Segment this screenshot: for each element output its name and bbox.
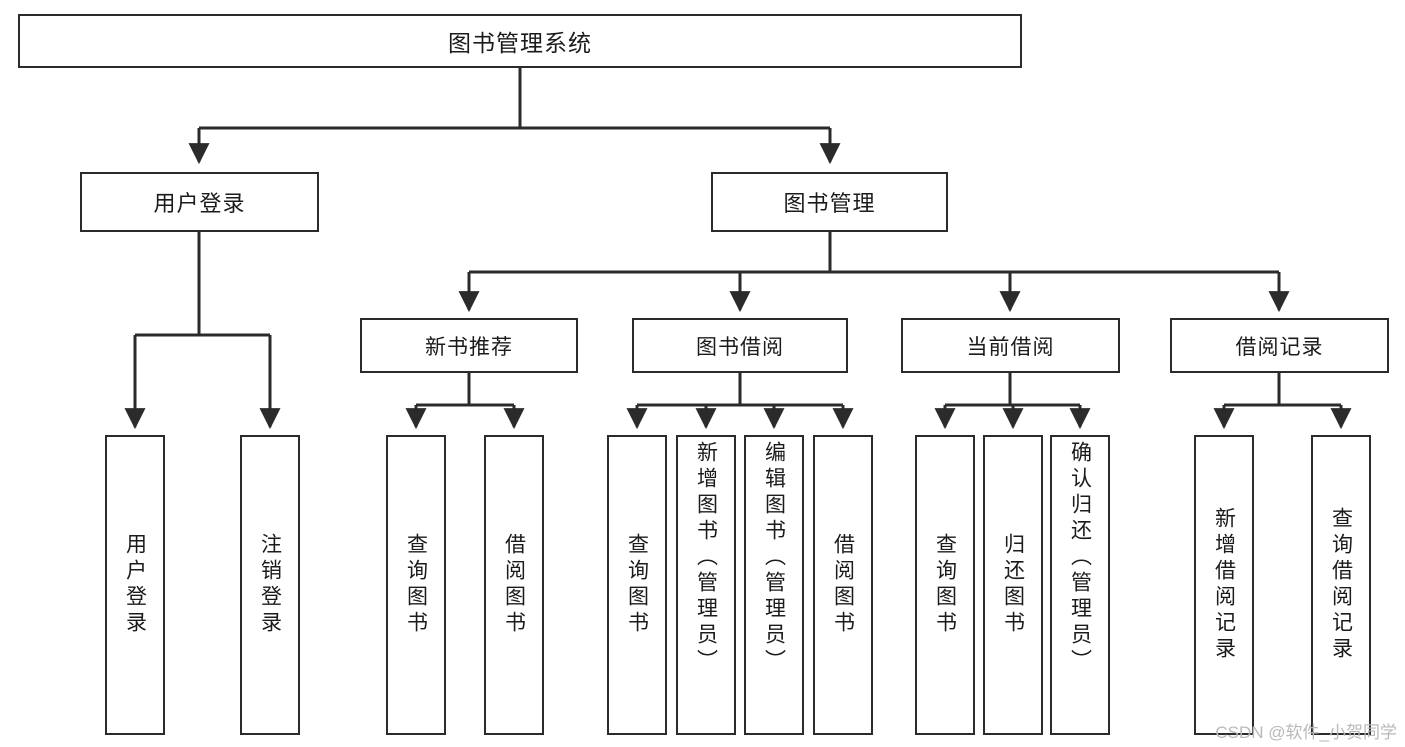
node-label: 确认归还（管理员） [1068,441,1092,675]
node-label: 查询借阅记录 [1329,507,1353,663]
node-label: 用户登录 [153,191,246,216]
leaf-add-borrow-record[interactable]: 新增借阅记录 [1194,435,1254,735]
leaf-edit-book-admin[interactable]: 编辑图书（管理员） [744,435,804,735]
node-label: 归还图书 [1001,533,1025,637]
node-new-book-rec[interactable]: 新书推荐 [360,318,578,373]
node-label: 新增图书（管理员） [694,441,718,675]
leaf-query-book-current[interactable]: 查询图书 [915,435,975,735]
node-label: 借阅记录 [1235,335,1324,359]
leaf-borrow-book[interactable]: 借阅图书 [813,435,873,735]
node-label: 新增借阅记录 [1212,507,1236,663]
leaf-user-login[interactable]: 用户登录 [105,435,165,735]
leaf-borrow-book-recommend[interactable]: 借阅图书 [484,435,544,735]
node-label: 查询图书 [933,533,957,637]
node-label: 用户登录 [123,533,147,637]
watermark: CSDN @软件_小贺同学 [1215,723,1397,742]
leaf-query-book-recommend[interactable]: 查询图书 [386,435,446,735]
node-label: 查询图书 [625,533,649,637]
node-label: 查询图书 [404,533,428,637]
node-book-manage[interactable]: 图书管理 [711,172,948,232]
node-label: 借阅图书 [502,533,526,637]
node-label: 借阅图书 [831,533,855,637]
leaf-query-book-borrow[interactable]: 查询图书 [607,435,667,735]
node-root-system[interactable]: 图书管理系统 [18,14,1022,68]
leaf-query-borrow-record[interactable]: 查询借阅记录 [1311,435,1371,735]
leaf-logout-login[interactable]: 注销登录 [240,435,300,735]
node-label: 图书管理 [783,191,876,216]
node-label: 图书管理系统 [448,30,592,56]
node-label: 编辑图书（管理员） [762,441,786,675]
node-label: 注销登录 [258,533,282,637]
node-borrow-record[interactable]: 借阅记录 [1170,318,1389,373]
node-label: 当前借阅 [966,335,1055,359]
node-label: 图书借阅 [696,335,784,359]
node-current-borrow[interactable]: 当前借阅 [901,318,1120,373]
leaf-add-book-admin[interactable]: 新增图书（管理员） [676,435,736,735]
leaf-confirm-return-admin[interactable]: 确认归还（管理员） [1050,435,1110,735]
leaf-return-book[interactable]: 归还图书 [983,435,1043,735]
node-label: 新书推荐 [425,335,513,359]
node-user-login[interactable]: 用户登录 [80,172,319,232]
node-book-borrow[interactable]: 图书借阅 [632,318,848,373]
